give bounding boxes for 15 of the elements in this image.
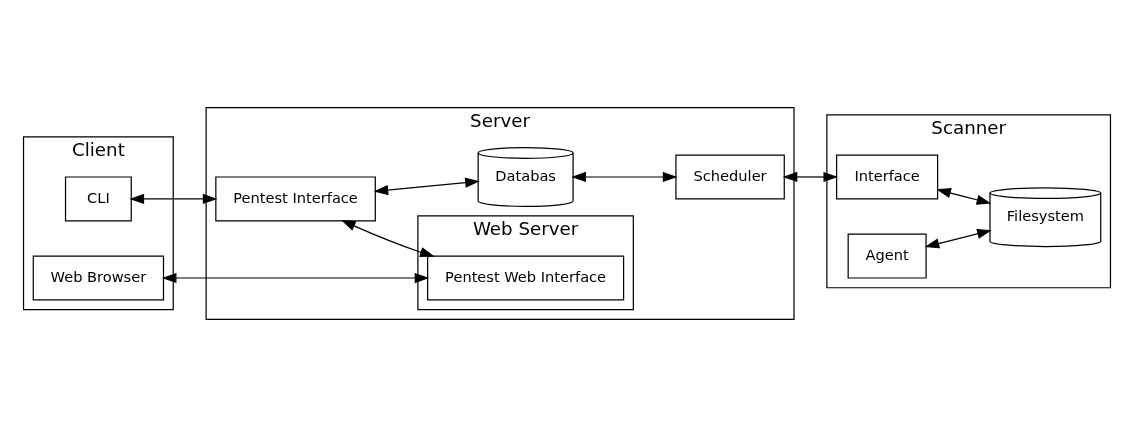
node-box: Pentest Web Interface	[427, 255, 625, 301]
arrow	[782, 171, 839, 182]
arrow	[129, 193, 218, 204]
arrow	[936, 187, 992, 205]
arrow	[341, 219, 435, 257]
node-box: Agent	[847, 233, 927, 279]
node-box: Interface	[836, 153, 939, 199]
arrow	[571, 171, 678, 182]
arrow	[924, 228, 992, 248]
node-box: Pentest Interface	[215, 175, 376, 221]
node-box: Scheduler	[675, 153, 785, 199]
arrow	[161, 272, 430, 283]
node-box: Web Browser	[32, 255, 165, 301]
node-box: CLI	[64, 175, 132, 221]
arrow	[373, 177, 480, 195]
